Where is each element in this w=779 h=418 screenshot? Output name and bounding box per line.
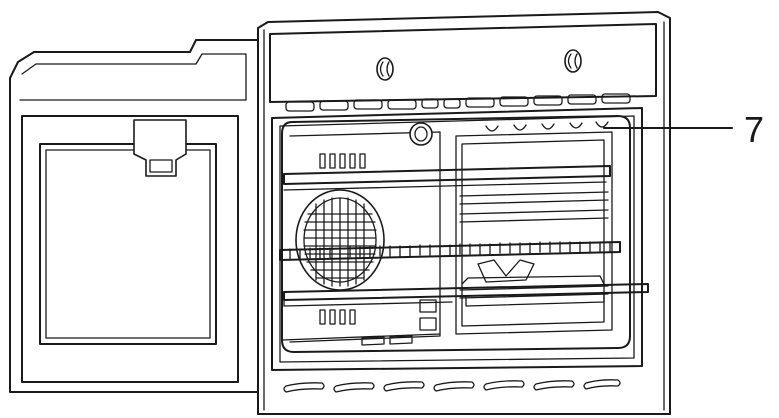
oven-cavity	[271, 107, 649, 371]
top-heater-element	[485, 121, 609, 132]
oven-door	[9, 39, 259, 393]
right-knob	[564, 49, 582, 73]
upper-rail	[283, 165, 611, 191]
lamp	[409, 122, 433, 146]
door-latch	[133, 119, 187, 177]
lower-vent-slots	[283, 379, 621, 393]
convection-fan	[295, 189, 385, 291]
lower-tray	[283, 275, 649, 307]
control-panel	[269, 23, 657, 103]
left-knob	[376, 57, 394, 81]
callout-7: 7	[603, 109, 764, 150]
wire-rack	[279, 241, 621, 261]
side-rails	[459, 191, 609, 299]
upper-vent-slots	[285, 93, 631, 112]
fan-top-slots	[319, 153, 366, 169]
fan-bottom-slots	[319, 309, 356, 325]
callout-label: 7	[744, 109, 764, 150]
oven-body	[257, 11, 671, 415]
